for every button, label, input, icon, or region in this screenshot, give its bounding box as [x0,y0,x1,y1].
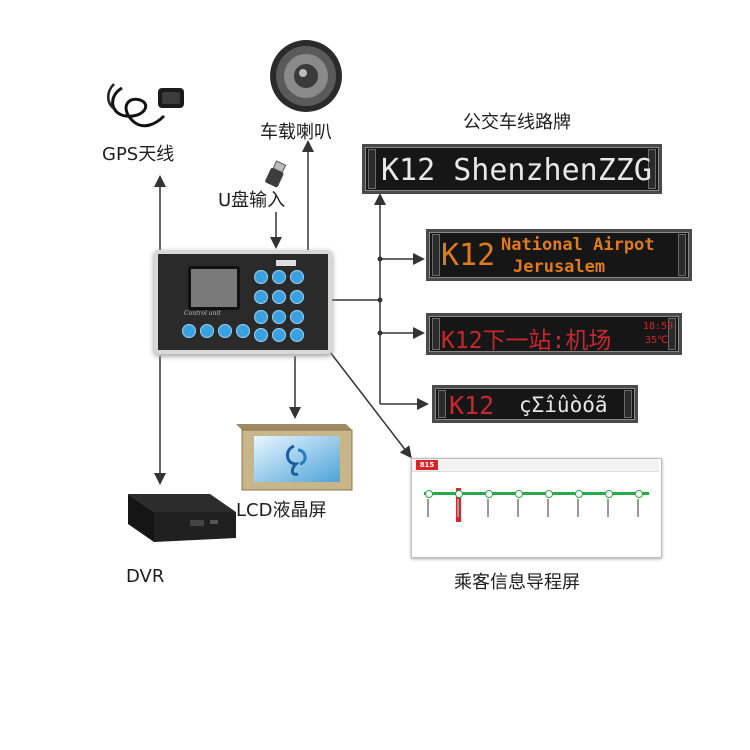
speaker-label: 车载喇叭 [260,122,332,143]
led-sign-3: K12下一站:机场 18:59 35℃ [426,313,682,355]
key-8 [272,310,286,324]
sign1-text: K12 ShenzhenZZG [381,153,652,188]
key-5 [272,290,286,304]
passenger-screen-header [412,459,659,472]
key-b3 [218,324,232,338]
route-line [424,492,649,495]
led-sign-1: K12 ShenzhenZZG [362,144,662,194]
route-stop-name-placeholder [547,499,549,517]
gps-label: GPS天线 [102,144,175,165]
lcd-screen-icon [236,424,353,491]
key-b4 [236,324,250,338]
key-b2 [200,324,214,338]
route-stop-name-placeholder [457,499,459,517]
led-sign-4: K12 çƩîûòóã [432,385,638,423]
usb-drive-icon [265,160,287,188]
route-stop-name-placeholder [577,499,579,517]
dvr-label: DVR [126,566,165,587]
key-9 [290,310,304,324]
route-stop-dot [605,490,613,498]
route-stop-dot [545,490,553,498]
control-slot [276,260,296,266]
speaker-icon [270,40,342,112]
route-stop-dot [635,490,643,498]
key-1 [254,270,268,284]
key-b7 [290,328,304,342]
key-4 [254,290,268,304]
control-brand: Control unit [184,310,221,317]
key-6 [290,290,304,304]
sign2-route: K12 [441,238,496,273]
route-stop-name-placeholder [487,499,489,517]
key-b5 [254,328,268,342]
key-3 [290,270,304,284]
route-stop-name-placeholder [517,499,519,517]
route-stop-name-placeholder [637,499,639,517]
usb-label: U盘输入 [218,190,286,211]
route-stop-dot [575,490,583,498]
dvr-device-icon [128,494,236,542]
key-b1 [182,324,196,338]
key-b6 [272,328,286,342]
route-stop-dot [485,490,493,498]
bus-route-sign-label: 公交车线路牌 [463,112,571,133]
passenger-info-screen: 815 [411,458,662,558]
sign2-line2: Jerusalem [513,257,606,277]
route-stop-dot [455,490,463,498]
lcd-label: LCD液晶屏 [236,500,327,521]
sign3-main: K12下一站:机场 [441,328,612,354]
route-stops [412,459,661,557]
gps-antenna-icon [107,83,184,128]
sign2-line1: National Airpot [501,235,655,255]
sign4-route: K12 [449,391,495,420]
route-stop-name-placeholder [427,499,429,517]
sign3-time: 18:59 [643,321,674,332]
led-sign-2: K12 National Airpot Jerusalem [426,229,692,281]
passenger-info-link-line [329,351,412,459]
route-stop-dot [425,490,433,498]
key-2 [272,270,286,284]
sign4-text: çƩîûòóã [519,393,608,417]
route-stop-name-placeholder [607,499,609,517]
control-screen [188,266,240,310]
route-stop-dot [515,490,523,498]
key-7 [254,310,268,324]
route-badge: 815 [416,460,438,470]
sign3-temp: 35℃ [645,335,669,346]
passenger-info-label: 乘客信息导程屏 [454,572,580,593]
control-unit: Control unit [154,250,332,354]
